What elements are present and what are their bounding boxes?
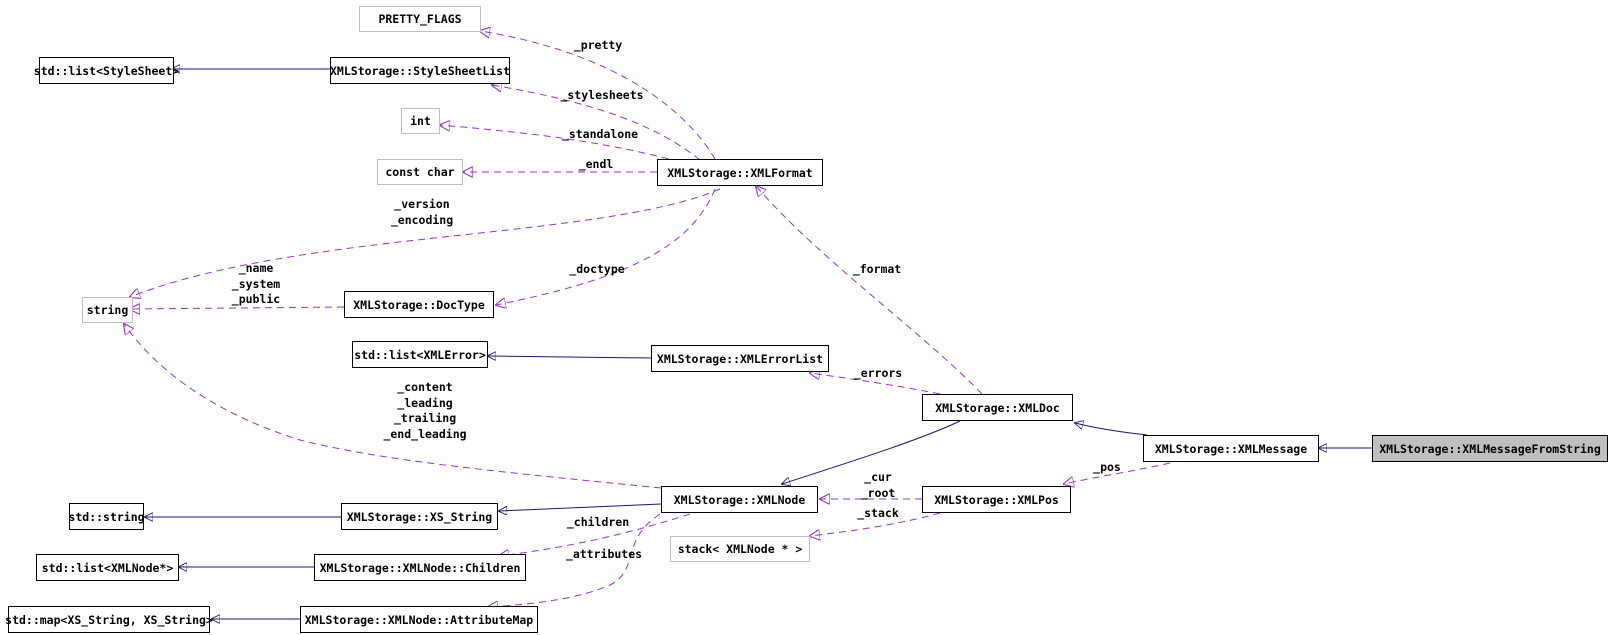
label-cur-root: _cur_root (860, 470, 896, 500)
node-xmldoc[interactable]: XMLStorage::XMLDoc (922, 394, 1073, 421)
node-xs-string[interactable]: XMLStorage::XS_String (341, 503, 498, 530)
node-list-xmlnode[interactable]: std::list<XMLNode*> (36, 554, 179, 581)
node-xmlmessagefromstring: XMLStorage::XMLMessageFromString (1372, 435, 1608, 462)
edge-xmldoc-to-xmlnode (782, 420, 961, 484)
edge-xmlmessage-to-xmlpos (1064, 462, 1171, 484)
edge-xmlerrorlist-to-list-xmlerror (488, 356, 652, 358)
edge-xmlnode-to-attributemap (488, 513, 661, 607)
edge-xmlformat-to-doctype (496, 188, 716, 305)
label-attributes: _attributes (565, 547, 643, 561)
edge-xmlformat-to-pretty-flags (480, 31, 716, 160)
node-xmlformat[interactable]: XMLStorage::XMLFormat (657, 159, 823, 186)
edge-xmldoc-to-xmlerrorlist (810, 373, 941, 395)
node-map-xs[interactable]: std::map<XS_String, XS_String> (5, 606, 213, 633)
node-attributemap[interactable]: XMLStorage::XMLNode::AttributeMap (300, 606, 538, 633)
node-list-stylesheet[interactable]: std::list<StyleSheet> (34, 57, 179, 84)
edge-xmlnode-to-children (499, 513, 691, 556)
node-xmlpos[interactable]: XMLStorage::XMLPos (922, 486, 1071, 513)
label-name-system-public: _name_system_public (231, 261, 281, 306)
node-pretty-flags: PRETTY_FLAGS (359, 6, 481, 32)
node-std-string[interactable]: std::string (68, 503, 145, 530)
label-standalone: _standalone (561, 127, 639, 141)
node-xmlerrorlist[interactable]: XMLStorage::XMLErrorList (651, 345, 829, 372)
label-stack: _stack (857, 506, 899, 520)
node-stack-xmlnode: stack< XMLNode * > (670, 536, 810, 562)
label-version-encoding: _version_encoding (390, 197, 454, 227)
edge-xmlformat-to-int (440, 125, 681, 163)
edge-xmldoc-to-xmlformat (756, 186, 983, 395)
edge-xmlpos-to-stack (810, 512, 941, 536)
node-stylesheetlist[interactable]: XMLStorage::StyleSheetList (330, 57, 510, 84)
label-stylesheets: _stylesheets (560, 88, 644, 102)
label-pos: _pos (1093, 460, 1121, 474)
label-children: _children (566, 515, 630, 529)
node-xmlnode[interactable]: XMLStorage::XMLNode (661, 486, 818, 513)
node-children[interactable]: XMLStorage::XMLNode::Children (314, 554, 526, 581)
label-errors: _errors (853, 366, 903, 380)
label-doctype: _doctype (569, 262, 625, 276)
label-content: _content_leading_trailing_end_leading (383, 380, 467, 441)
label-format: _format (852, 262, 902, 276)
node-int: int (401, 108, 440, 134)
edge-xmlnode-to-xs-string (499, 503, 662, 511)
edge-xmlformat-to-stylesheetlist (492, 85, 701, 161)
edge-xmlnode-to-string (124, 324, 662, 489)
edge-xmlformat-to-string (130, 188, 721, 297)
edge-xmlmessage-to-xmldoc (1075, 423, 1148, 436)
label-pretty: _pretty (573, 38, 623, 52)
node-const-char: const char (377, 159, 463, 185)
label-endl: _endl (578, 157, 614, 171)
node-doctype[interactable]: XMLStorage::DocType (344, 291, 494, 318)
node-string: string (82, 297, 133, 323)
node-xmlmessage[interactable]: XMLStorage::XMLMessage (1143, 435, 1319, 462)
node-list-xmlerror[interactable]: std::list<XMLError> (352, 341, 488, 368)
